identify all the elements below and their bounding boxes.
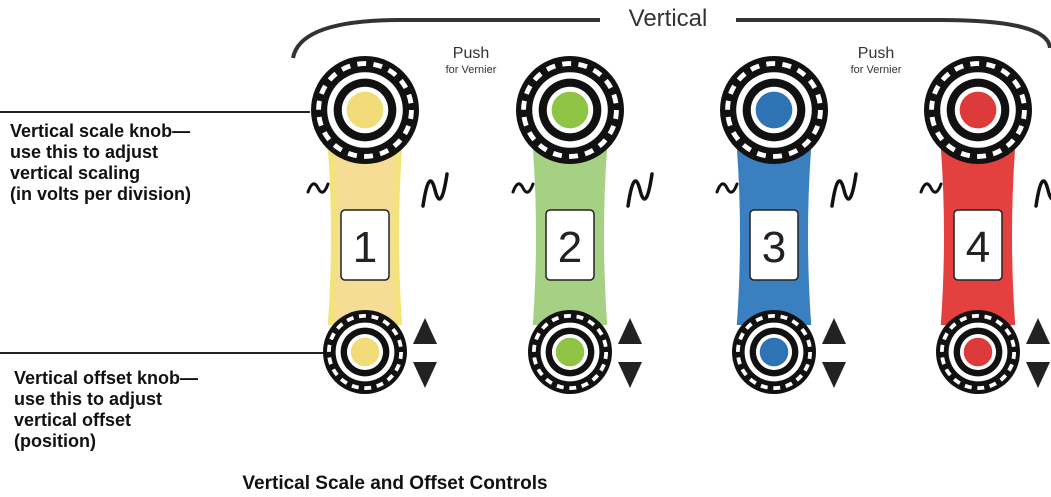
knob-grip-ridges — [316, 61, 414, 159]
callout-line: vertical offset — [14, 410, 132, 430]
channel-number-label: 4 — [966, 223, 990, 272]
down-arrow-icon — [1026, 362, 1050, 388]
callout-line: vertical scaling — [10, 163, 141, 183]
channel-number-box — [953, 209, 1003, 281]
knob-grip-ridges — [725, 61, 823, 159]
channel-3-controls: 3 — [715, 56, 858, 394]
knob-color-cap — [959, 91, 997, 129]
callout-line: Vertical offset knob— — [14, 368, 199, 388]
knob-color-cap — [350, 337, 380, 367]
callout-line: use this to adjust — [14, 389, 163, 409]
push-label-text: Push — [858, 45, 894, 62]
knob-grip-ridges — [929, 61, 1027, 159]
knob-color-cap — [555, 337, 585, 367]
callout-line: (position) — [14, 431, 96, 451]
vertical-group-title: Vertical — [629, 5, 708, 32]
channel-2-scale-knob[interactable] — [516, 56, 624, 164]
up-arrow-icon — [618, 318, 642, 344]
knob-grip-ridges — [939, 313, 1017, 391]
channel-number-box — [545, 209, 595, 281]
down-arrow-icon — [413, 362, 437, 388]
knob-grip-ridges — [531, 313, 609, 391]
channel-1-controls: 1 — [306, 56, 449, 394]
channel-1-offset-knob[interactable] — [323, 310, 407, 394]
figure-caption: Vertical Scale and Offset Controls — [242, 473, 548, 494]
small-wave-icon — [919, 182, 943, 194]
channel-4-offset-knob[interactable] — [936, 310, 1020, 394]
knob-grip-ridges — [735, 313, 813, 391]
up-arrow-icon — [1026, 318, 1050, 344]
knob-color-cap — [755, 91, 793, 129]
push-label-1: Push for Vernier — [446, 45, 497, 76]
channel-number-box — [340, 209, 390, 281]
up-arrow-icon — [413, 318, 437, 344]
callout-line: Vertical scale knob— — [10, 121, 191, 141]
large-wave-icon — [421, 172, 449, 208]
channel-4-scale-knob[interactable] — [924, 56, 1032, 164]
vertical-group-bracket — [291, 18, 1051, 59]
up-arrow-icon — [822, 318, 846, 344]
channel-number-label: 3 — [762, 223, 786, 272]
knob-color-cap — [963, 337, 993, 367]
small-wave-icon — [511, 182, 535, 194]
channel-number-label: 2 — [558, 223, 582, 272]
knob-color-cap — [346, 91, 384, 129]
push-label-2: Push for Vernier — [851, 45, 902, 76]
channel-3-offset-knob[interactable] — [732, 310, 816, 394]
vernier-label-text: for Vernier — [851, 64, 902, 76]
channel-3-scale-knob[interactable] — [720, 56, 828, 164]
knob-color-cap — [551, 91, 589, 129]
callout-line: (in volts per division) — [10, 184, 192, 204]
small-wave-icon — [306, 182, 330, 194]
large-wave-icon — [1034, 179, 1051, 208]
channel-2-offset-knob[interactable] — [528, 310, 612, 394]
down-arrow-icon — [618, 362, 642, 388]
large-wave-icon — [626, 172, 654, 208]
scale-knob-callout: Vertical scale knob— use this to adjust … — [10, 121, 191, 205]
vernier-label-text: for Vernier — [446, 64, 497, 76]
channel-number-box — [749, 209, 799, 281]
push-label-text: Push — [453, 45, 489, 62]
channel-2-controls: 2 — [511, 56, 654, 394]
knob-grip-ridges — [326, 313, 404, 391]
channel-4-controls: 4 — [919, 56, 1051, 394]
knob-grip-ridges — [521, 61, 619, 159]
channel-1-scale-knob[interactable] — [311, 56, 419, 164]
offset-knob-callout: Vertical offset knob— use this to adjust… — [14, 368, 198, 452]
callout-line: use this to adjust — [10, 142, 159, 162]
knob-color-cap — [759, 337, 789, 367]
small-wave-icon — [715, 182, 739, 194]
channel-number-label: 1 — [353, 223, 377, 272]
large-wave-icon — [830, 172, 858, 208]
down-arrow-icon — [822, 362, 846, 388]
